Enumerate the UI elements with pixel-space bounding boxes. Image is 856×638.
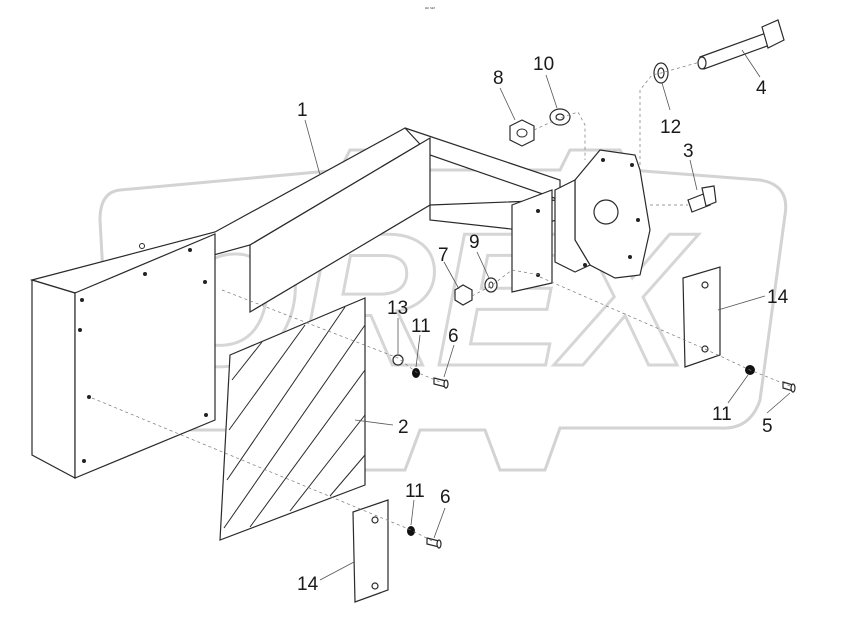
screw-6-b xyxy=(426,537,442,549)
washer-13 xyxy=(392,354,404,366)
callout-14-a: 14 xyxy=(767,287,789,308)
callout-2: 2 xyxy=(398,417,409,438)
nut-11-a xyxy=(412,368,420,378)
washer-10 xyxy=(549,108,571,126)
callout-11-a: 11 xyxy=(411,316,431,337)
assembly-lines xyxy=(91,61,791,543)
callout-11-c: 11 xyxy=(405,481,425,502)
plate-14-b xyxy=(352,499,389,603)
callout-10: 10 xyxy=(533,54,554,75)
callouts: 1 2 3 4 5 6 6 7 8 9 10 11 11 11 12 13 14… xyxy=(297,54,789,595)
callout-12: 12 xyxy=(660,117,681,138)
reflector-plate xyxy=(219,297,366,541)
callout-9: 9 xyxy=(469,232,480,253)
plate-14-a xyxy=(682,266,721,368)
long-bolt xyxy=(697,19,785,70)
callout-4: 4 xyxy=(756,78,767,99)
leader-lines xyxy=(304,49,791,581)
callout-8: 8 xyxy=(493,68,504,89)
callout-6-a: 6 xyxy=(448,326,459,347)
callout-13: 13 xyxy=(387,298,408,319)
header-mark: ᵃᵘ ˢᵉʳ xyxy=(425,6,436,12)
callout-14-b: 14 xyxy=(297,574,319,595)
nut-8 xyxy=(509,119,535,147)
callout-11-b: 11 xyxy=(712,404,732,425)
callout-7: 7 xyxy=(438,245,449,266)
screw-5 xyxy=(782,381,796,393)
nut-7 xyxy=(454,284,473,306)
mounting-bracket xyxy=(554,149,651,279)
callout-1: 1 xyxy=(297,100,308,121)
callout-5: 5 xyxy=(762,416,773,437)
callout-3: 3 xyxy=(683,141,694,162)
bolt-3 xyxy=(687,185,717,213)
main-box-bracket xyxy=(29,127,577,480)
nut-11-c xyxy=(407,526,415,536)
washer-9 xyxy=(484,277,498,293)
screw-6-a xyxy=(433,377,449,389)
callout-6-b: 6 xyxy=(440,487,451,508)
